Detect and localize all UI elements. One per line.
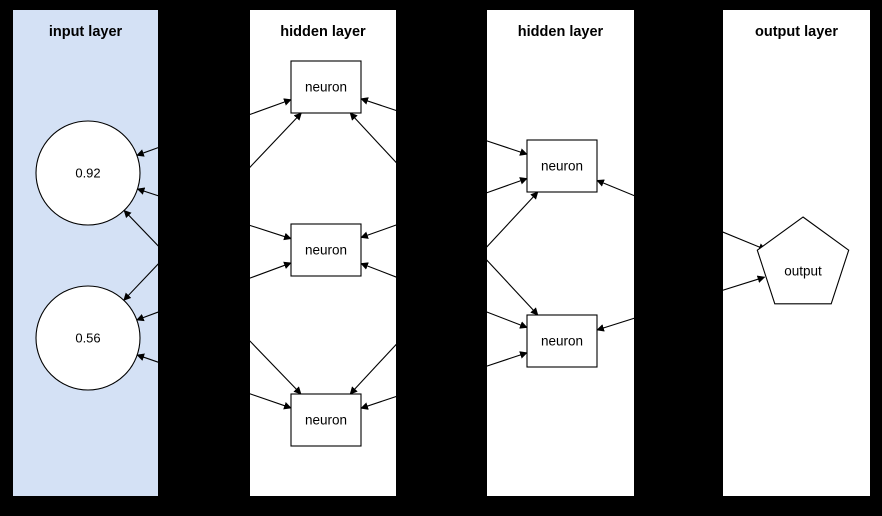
node-label-out-1: output bbox=[784, 263, 822, 279]
node-group bbox=[35, 120, 141, 391]
edge-in-1-to-h1-3 bbox=[250, 209, 302, 395]
panel-hidden-layer-1: 0.920.56neuronneuronneuronneuronneuronou… bbox=[250, 10, 396, 496]
node-label-h1-1: neuron bbox=[304, 79, 348, 95]
edge-in-1-to-h1-1 bbox=[136, 98, 158, 157]
edge-in-1-to-h1-3 bbox=[123, 209, 158, 395]
node-group bbox=[526, 139, 598, 368]
edge-h1-1-to-h2-2 bbox=[349, 112, 396, 316]
edge-in-1-to-h1-2 bbox=[136, 187, 158, 241]
edge-h2-1-to-out-1 bbox=[723, 179, 767, 251]
panel-title-input-layer: input layer bbox=[48, 24, 123, 40]
edge-h1-2-to-h2-2 bbox=[360, 262, 396, 329]
panel-title-hidden-layer-1: hidden layer bbox=[280, 24, 366, 40]
edge-in-2-to-h1-1 bbox=[250, 112, 302, 301]
edge-h1-2-to-h2-1 bbox=[360, 177, 396, 239]
node-label-in-1: 0.92 bbox=[75, 165, 101, 181]
edge-h1-3-to-h2-1 bbox=[349, 191, 396, 395]
node-label-h1-2: neuron bbox=[304, 242, 348, 258]
edge-h2-2-to-out-1 bbox=[723, 275, 766, 332]
edge-in-2-to-h1-1 bbox=[123, 112, 158, 301]
panel-output-layer: 0.920.56neuronneuronneuronneuronneuronou… bbox=[723, 10, 870, 496]
edge-h2-1-to-out-1 bbox=[596, 179, 634, 251]
edge-h1-2-to-h2-1 bbox=[487, 177, 528, 239]
edge-h1-1-to-h2-1 bbox=[487, 97, 528, 156]
node-group bbox=[756, 216, 850, 305]
edge-h1-1-to-h2-1 bbox=[360, 97, 396, 156]
node-label-h2-1: neuron bbox=[540, 158, 584, 174]
panel-clip-hidden-layer-2: 0.920.56neuronneuronneuronneuronneuronou… bbox=[487, 10, 634, 496]
edge-h2-2-to-out-1 bbox=[596, 275, 634, 332]
node-label-in-2: 0.56 bbox=[75, 330, 101, 346]
panel-hidden-layer-2: 0.920.56neuronneuronneuronneuronneuronou… bbox=[487, 10, 634, 496]
edge-h1-1-to-h2-2 bbox=[487, 112, 539, 316]
node-out-1[interactable] bbox=[756, 216, 850, 305]
panel-title-output-layer: output layer bbox=[755, 24, 838, 40]
edge-in-2-to-h1-3 bbox=[250, 353, 292, 410]
edge-h1-2-to-h2-2 bbox=[487, 262, 528, 329]
panel-clip-output-layer: 0.920.56neuronneuronneuronneuronneuronou… bbox=[723, 10, 870, 496]
panel-clip-hidden-layer-1: 0.920.56neuronneuronneuronneuronneuronou… bbox=[250, 10, 396, 496]
edge-in-2-to-h1-2 bbox=[136, 261, 158, 322]
edge-in-1-to-h1-1 bbox=[250, 98, 292, 157]
edge-group bbox=[487, 97, 634, 410]
edge-in-2-to-h1-3 bbox=[136, 353, 158, 410]
node-label-h1-3: neuron bbox=[304, 412, 348, 428]
panel-input-layer: 0.920.56neuronneuronneuronneuronneuronou… bbox=[13, 10, 158, 496]
edge-in-1-to-h1-2 bbox=[250, 187, 292, 241]
panel-title-hidden-layer-2: hidden layer bbox=[517, 24, 604, 40]
edge-group bbox=[123, 98, 158, 410]
edge-h1-3-to-h2-2 bbox=[360, 351, 396, 410]
panel-clip-input-layer: 0.920.56neuronneuronneuronneuronneuronou… bbox=[13, 10, 158, 496]
node-label-h2-2: neuron bbox=[540, 333, 584, 349]
edge-h1-3-to-h2-2 bbox=[487, 351, 528, 410]
edge-in-2-to-h1-2 bbox=[250, 261, 292, 322]
edge-h1-3-to-h2-1 bbox=[487, 191, 539, 395]
edge-group bbox=[723, 179, 767, 332]
